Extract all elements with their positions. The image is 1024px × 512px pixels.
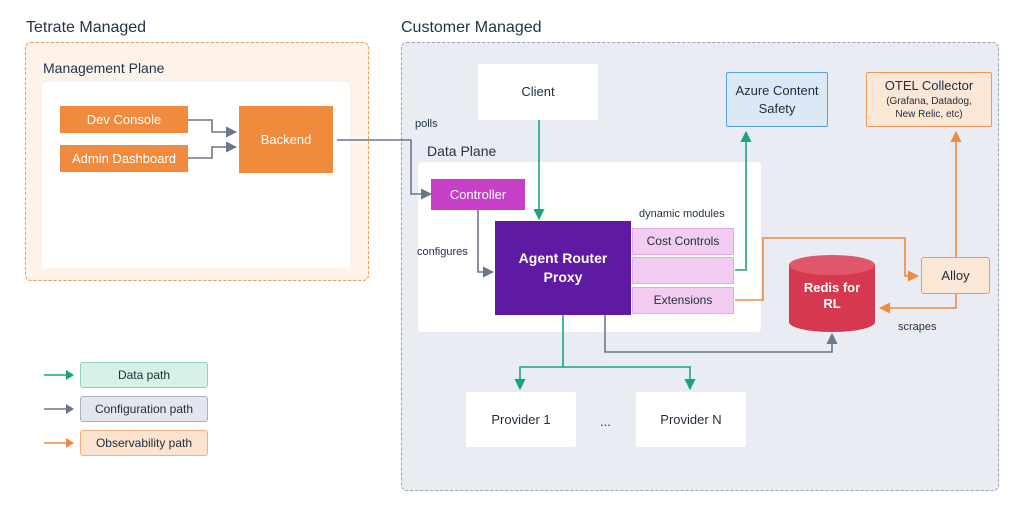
legend-data-path: Data path xyxy=(80,362,208,388)
legend-arrow-data xyxy=(44,370,74,380)
redis-label-line2: RL xyxy=(823,296,841,311)
azure-label-line1: Azure Content xyxy=(735,82,819,98)
extensions-to-alloy-edge xyxy=(735,237,920,301)
redis-label-line1: Redis for xyxy=(803,280,861,296)
module-cost-controls: Cost Controls xyxy=(632,228,734,255)
module-empty-slot xyxy=(632,257,734,284)
providers-ellipsis: ... xyxy=(600,414,611,429)
controller-configures-proxy-edge xyxy=(477,210,495,278)
provider-1-node: Provider 1 xyxy=(466,392,576,447)
proxy-to-redis-config-edge xyxy=(604,315,838,353)
legend-observability-path: Observability path xyxy=(80,430,208,456)
alloy-node: Alloy xyxy=(921,257,990,294)
proxy-label-line1: Agent Router xyxy=(518,250,608,267)
agent-router-proxy-node: Agent Router Proxy xyxy=(495,221,631,315)
admin-dashboard-node: Admin Dashboard xyxy=(60,145,188,172)
legend-configuration-path: Configuration path xyxy=(80,396,208,422)
controller-node: Controller xyxy=(431,179,525,210)
otel-subtitle-line2: New Relic, etc) xyxy=(895,109,963,121)
azure-label-line2: Safety xyxy=(758,100,796,116)
proxy-to-azure-edge xyxy=(735,130,752,271)
legend-arrow-observability xyxy=(44,438,74,448)
otel-collector-node: OTEL Collector (Grafana, Datadog, New Re… xyxy=(866,72,992,127)
proxy-label-line2: Proxy xyxy=(543,269,583,285)
management-plane-label: Management Plane xyxy=(43,60,165,76)
tetrate-managed-label: Tetrate Managed xyxy=(26,19,147,36)
admin-dashboard-to-backend-edge xyxy=(188,141,238,159)
configures-label: configures xyxy=(417,246,468,258)
customer-managed-label: Customer Managed xyxy=(401,19,542,36)
proxy-to-provider-n-edge xyxy=(563,366,696,391)
polls-label: polls xyxy=(415,118,438,130)
otel-title: OTEL Collector xyxy=(884,78,974,94)
provider-n-node: Provider N xyxy=(636,392,746,447)
otel-subtitle-line1: (Grafana, Datadog, xyxy=(886,95,972,107)
dynamic-modules-label: dynamic modules xyxy=(639,208,725,220)
backend-node: Backend xyxy=(239,106,333,173)
legend-arrow-config xyxy=(44,404,74,414)
module-extensions: Extensions xyxy=(632,287,734,314)
azure-content-safety-node: Azure Content Safety xyxy=(726,72,828,127)
proxy-to-providers-edge xyxy=(514,315,564,391)
dev-console-node: Dev Console xyxy=(60,106,188,133)
controller-polls-backend-edge xyxy=(337,139,433,200)
redis-cylinder xyxy=(789,255,875,332)
legend: Data path Configuration path Observabili… xyxy=(42,360,212,460)
data-plane-label: Data Plane xyxy=(427,143,497,159)
client-node: Client xyxy=(478,64,598,120)
alloy-scrapes-redis-edge xyxy=(878,294,957,314)
redis-label: Redis for RL xyxy=(789,278,875,314)
dev-console-to-backend-edge xyxy=(188,119,238,138)
scrapes-label: scrapes xyxy=(898,321,937,333)
